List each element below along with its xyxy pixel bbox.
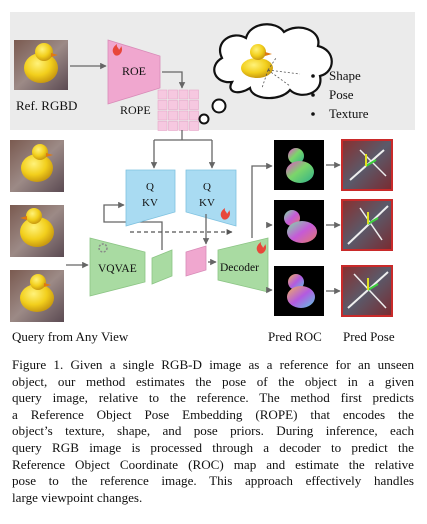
- arrow-roe-to-rope: [162, 71, 186, 89]
- decoder-block: Decoder: [217, 237, 269, 293]
- reference-panel: [10, 12, 415, 130]
- pred-pose-1: [341, 139, 393, 191]
- prior-item-shape: Shape: [329, 68, 361, 83]
- thought-bubble: [198, 23, 333, 125]
- caption-line: object, our method estimates the pose of…: [12, 373, 414, 389]
- caption-line: a Reference Object Pose Embedding (ROPE)…: [12, 406, 414, 422]
- query-token-green: [151, 249, 173, 285]
- caption-line: query RGB image is processed through a d…: [12, 439, 414, 455]
- caption-line: object’s texture, shape, and pose priors…: [12, 423, 414, 439]
- pred-roc-1: [274, 140, 324, 190]
- roe-block: ROE: [107, 39, 161, 105]
- decoder-label: Decoder: [220, 262, 259, 274]
- rope-cell: [168, 89, 178, 100]
- pred-pose-label: Pred Pose: [343, 329, 395, 344]
- query-image-1: [10, 140, 64, 192]
- rope-cell: [178, 121, 189, 131]
- arrow-token-to-transformer: [103, 201, 163, 250]
- roe-label: ROE: [122, 64, 146, 78]
- kv-label-left: KV: [142, 197, 158, 209]
- rope-label: ROPE: [120, 103, 151, 117]
- query-label: Query from Any View: [12, 329, 129, 344]
- pred-pose-3: [341, 265, 393, 317]
- caption-line: Reference Object Coordinate (ROC) map an…: [12, 456, 414, 472]
- rope-cell: [178, 89, 189, 100]
- caption-line: large viewpoint changes.: [12, 489, 143, 505]
- arrow-decoder-to-roc-1: [251, 162, 273, 238]
- rope-cell: [168, 110, 178, 121]
- query-image-2: [10, 205, 64, 257]
- q-label-left: Q: [146, 181, 154, 193]
- rope-cell: [168, 121, 178, 131]
- rope-cell: [178, 100, 189, 110]
- rope-cell: [189, 89, 199, 100]
- pred-roc-3: [274, 266, 324, 316]
- reference-rgbd-image: [14, 40, 68, 90]
- rope-cell: [189, 110, 199, 121]
- transformer-block: Q KV Q KV: [125, 169, 237, 227]
- query-image-3: [10, 270, 64, 322]
- caption-line: pose to the reference image. This approa…: [12, 473, 414, 489]
- rope-cell: [189, 100, 199, 110]
- rope-cell: [157, 110, 168, 121]
- figure-caption: Figure 1. Given a single RGB-D image as …: [12, 357, 414, 506]
- rope-cell: [157, 121, 168, 131]
- method-overview-figure: Ref. RGBD ROE ROPE Shape Pose Texture: [10, 12, 415, 344]
- output-token-pink: [185, 245, 207, 277]
- rope-cell: [168, 100, 178, 110]
- rope-cell: [178, 110, 189, 121]
- caption-line: Figure 1. Given a single RGB-D image as …: [12, 357, 414, 372]
- rope-embedding-grid: [157, 89, 199, 131]
- prior-item-pose: Pose: [329, 87, 354, 102]
- vqvae-block: VQVAE: [89, 237, 146, 297]
- kv-label-right: KV: [199, 197, 215, 209]
- q-label-right: Q: [203, 181, 211, 193]
- rope-cell: [189, 121, 199, 131]
- vqvae-label: VQVAE: [98, 263, 137, 275]
- prior-item-texture: Texture: [329, 106, 369, 121]
- rope-cell: [157, 100, 168, 110]
- pred-pose-2: [341, 199, 393, 251]
- rope-cell: [157, 89, 168, 100]
- caption-line: query image, relative to the reference. …: [12, 390, 414, 406]
- prior-list: Shape Pose Texture: [311, 68, 369, 121]
- pred-roc-2: [274, 200, 324, 250]
- ref-rgbd-label: Ref. RGBD: [16, 98, 77, 113]
- pred-roc-label: Pred ROC: [268, 329, 322, 344]
